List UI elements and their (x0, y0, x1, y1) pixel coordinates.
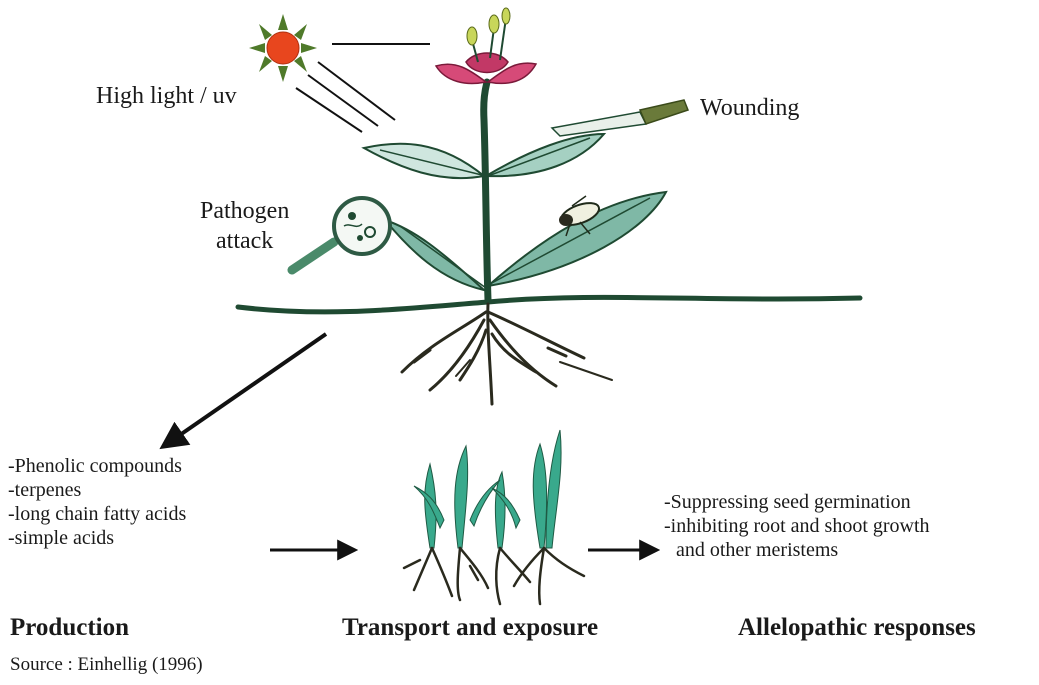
flower-icon (436, 8, 536, 83)
ground-line (238, 297, 860, 312)
label-pathogen: Pathogen attack (200, 196, 289, 256)
compound-item: -long chain fatty acids (8, 502, 186, 526)
label-pathogen-line1: Pathogen (200, 196, 289, 226)
compound-item: -terpenes (8, 478, 186, 502)
compound-item: -simple acids (8, 526, 186, 550)
label-wounding: Wounding (700, 94, 799, 122)
source-citation: Source : Einhellig (1996) (10, 654, 203, 676)
heading-transport: Transport and exposure (342, 614, 598, 642)
magnifier-icon (292, 198, 390, 270)
label-pathogen-line2: attack (200, 226, 289, 256)
production-arrow (164, 334, 326, 446)
response-item: and other meristems (664, 538, 930, 562)
light-rays (296, 44, 430, 132)
heading-responses: Allelopathic responses (738, 614, 976, 642)
knife-icon (552, 100, 688, 136)
seedling-roots (404, 548, 584, 604)
compound-item: -Phenolic compounds (8, 454, 186, 478)
compound-list: -Phenolic compounds -terpenes -long chai… (8, 454, 186, 550)
label-high-light: High light / uv (96, 82, 237, 110)
seedlings-icon (414, 430, 561, 548)
response-list: -Suppressing seed germination -inhibitin… (664, 490, 930, 562)
sun-icon (249, 14, 317, 82)
plant-leaves (364, 134, 666, 290)
plant-stem (484, 82, 488, 300)
response-item: -Suppressing seed germination (664, 490, 930, 514)
response-item: -inhibiting root and shoot growth (664, 514, 930, 538)
heading-production: Production (10, 614, 129, 642)
plant-roots (402, 304, 612, 404)
